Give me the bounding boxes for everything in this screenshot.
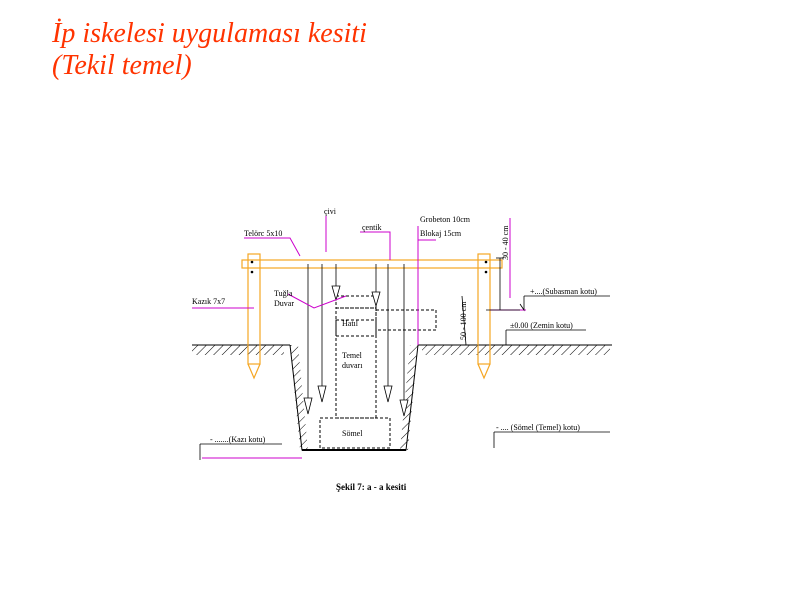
- label-subasman: +....(Subasman kotu): [530, 287, 597, 296]
- stakes: [241, 253, 503, 380]
- plumb-lines: [303, 264, 409, 417]
- section-drawing: çivi çentik Telörc 5x10 Grobeton 10cm Bl…: [192, 207, 612, 492]
- stake-right: [477, 253, 491, 365]
- label-dim-50-100: 50 - 100 cm: [459, 301, 468, 340]
- leader-lines: [192, 216, 526, 459]
- label-duvar: Duvar: [274, 299, 294, 308]
- label-tugla: Tuğla: [274, 289, 293, 298]
- figure-caption: Şekil 7: a - a kesiti: [336, 482, 407, 492]
- label-zemin: ±0.00 (Zemin kotu): [510, 321, 573, 330]
- label-kazi: - .......(Kazı kotu): [210, 435, 266, 444]
- temel-duvari-box: [335, 319, 377, 419]
- title-line-2: (Tekil temel): [52, 50, 192, 81]
- label-dim-30-40: 30 - 40 cm: [501, 225, 510, 260]
- stake-left: [247, 253, 261, 365]
- label-grobeton: Grobeton 10cm: [420, 215, 471, 224]
- label-civi: çivi: [324, 207, 337, 216]
- slide-title: İp iskelesi uygulaması kesiti (Tekil tem…: [52, 18, 367, 82]
- label-somel: Sömel: [342, 429, 363, 438]
- somel-box: [319, 417, 391, 449]
- stake-nails: [250, 260, 488, 274]
- title-line-1: İp iskelesi uygulaması kesiti: [52, 18, 367, 49]
- label-centik: çentik: [362, 223, 382, 232]
- label-somel-kotu: - .... (Sömel (Temel) kotu): [496, 423, 580, 432]
- level-lines: [199, 257, 610, 460]
- telorc-board: [241, 259, 503, 269]
- label-temel: Temel: [342, 351, 363, 360]
- label-hatil: Hatıl: [342, 319, 359, 328]
- label-duvari: duvarı: [342, 361, 363, 370]
- excavation-trench: [289, 344, 419, 451]
- label-blokaj: Blokaj 15cm: [420, 229, 462, 238]
- ground-hatch: [192, 344, 612, 355]
- foundation: [319, 295, 437, 449]
- grobeton-blokaj-box: [375, 309, 437, 331]
- label-kazik: Kazık 7x7: [192, 297, 225, 306]
- label-telorc: Telörc 5x10: [244, 229, 282, 238]
